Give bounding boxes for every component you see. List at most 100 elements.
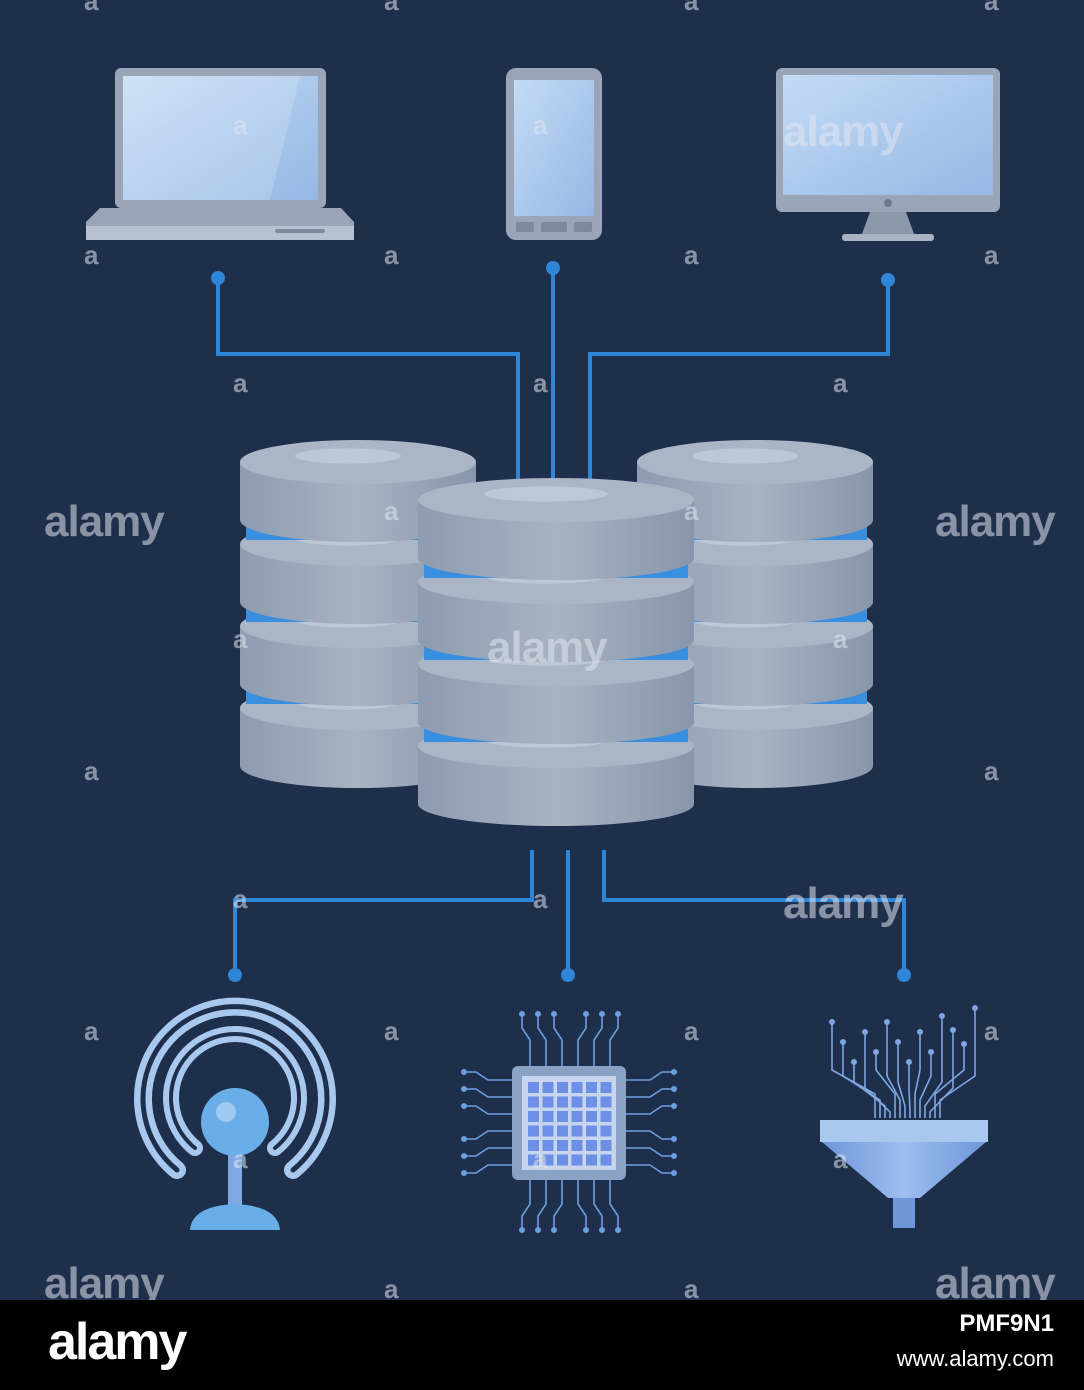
funnel-data-line — [919, 1052, 932, 1118]
cpu-trace-pad — [460, 1103, 467, 1110]
funnel-data-node — [839, 1039, 846, 1046]
cpu-trace-pad — [518, 1010, 525, 1017]
cpu-trace-pad — [670, 1153, 677, 1160]
funnel-data-line — [939, 1008, 976, 1118]
funnel-data-node — [960, 1041, 967, 1048]
connector-monitor — [588, 280, 890, 480]
footer-bar: alamy PMF9N1 www.alamy.com — [0, 1300, 1084, 1390]
watermark-letter: a — [833, 1144, 848, 1174]
cpu-trace — [466, 1147, 512, 1157]
watermark-letter: a — [684, 0, 699, 16]
cpu-trace — [537, 1180, 547, 1228]
connector-node-wireless — [228, 968, 242, 982]
data-funnel-icon — [820, 1004, 988, 1228]
top-connectors — [216, 268, 890, 480]
cpu-core-cell — [542, 1111, 554, 1122]
cpu-core-cell — [528, 1154, 539, 1166]
cpu-core-cell — [586, 1125, 597, 1137]
cpu-core-cell — [571, 1125, 583, 1137]
funnel-data-line — [886, 1022, 901, 1118]
cpu-core-cell — [586, 1082, 597, 1093]
cpu-trace — [466, 1130, 512, 1140]
connector-wireless — [233, 850, 534, 975]
watermark-letter: a — [84, 0, 99, 16]
funnel-data-line — [914, 1032, 921, 1118]
cpu-trace — [626, 1130, 672, 1140]
watermark-letter: a — [984, 1016, 999, 1046]
watermark-letter: a — [684, 1016, 699, 1046]
footer-url: www.alamy.com — [896, 1346, 1054, 1371]
funnel-data-line — [908, 1062, 911, 1118]
watermark-text: alamy — [44, 1259, 165, 1300]
cpu-core-cell — [528, 1111, 539, 1122]
connector-node-monitor — [881, 273, 895, 287]
cpu-trace-pad — [550, 1010, 557, 1017]
connector-funnel — [602, 850, 906, 975]
watermark-letter: a — [233, 110, 248, 140]
funnel-data-node — [971, 1004, 978, 1011]
cpu-trace — [626, 1088, 672, 1098]
cpu-trace-pad — [582, 1227, 589, 1234]
cpu-trace — [593, 1180, 603, 1228]
cpu-core-cell — [586, 1096, 597, 1108]
watermark-letter: a — [84, 1016, 99, 1046]
cpu-trace — [626, 1147, 672, 1157]
cpu-core-cell — [528, 1096, 539, 1108]
cpu-core-cell — [542, 1125, 554, 1137]
cpu-trace-pad — [670, 1069, 677, 1076]
cpu-core-cell — [557, 1140, 568, 1151]
watermark-text: alamy — [44, 497, 165, 546]
funnel-data-node — [850, 1059, 857, 1066]
watermark-letter: a — [384, 240, 399, 270]
watermark-letter: a — [233, 368, 248, 398]
watermark-letter: a — [533, 1144, 548, 1174]
desktop-monitor-icon — [776, 68, 1000, 241]
cpu-trace — [521, 1016, 531, 1066]
cpu-core-cell — [600, 1125, 612, 1137]
database-stack-center — [418, 478, 694, 826]
cpu-trace-pad — [598, 1010, 605, 1017]
cpu-core-cell — [571, 1096, 583, 1108]
footer-image-id: PMF9N1 — [959, 1310, 1054, 1337]
cpu-trace-pad — [534, 1010, 541, 1017]
connector-laptop — [216, 278, 520, 480]
cpu-core-cell — [557, 1154, 568, 1166]
cpu-trace-pad — [670, 1170, 677, 1177]
cpu-trace-pad — [460, 1069, 467, 1076]
cpu-trace-pad — [518, 1227, 525, 1234]
watermark-letter: a — [533, 110, 548, 140]
funnel-data-line — [864, 1032, 891, 1118]
funnel-data-line — [934, 1044, 965, 1118]
cpu-trace-pad — [670, 1086, 677, 1093]
cpu-trace — [466, 1164, 512, 1174]
watermark-letter: a — [684, 240, 699, 270]
watermark-letter: a — [84, 756, 99, 786]
watermark-letter: a — [384, 1274, 399, 1300]
funnel-data-node — [905, 1059, 912, 1066]
watermark-letter: a — [84, 240, 99, 270]
funnel-data-node — [883, 1018, 890, 1025]
watermark-letter: a — [684, 496, 699, 526]
watermark-letter: a — [533, 884, 548, 914]
cpu-core-cell — [586, 1154, 597, 1166]
funnel-data-node — [828, 1018, 835, 1025]
cpu-trace — [609, 1016, 619, 1066]
funnel-data-node — [861, 1029, 868, 1036]
cpu-core-cell — [600, 1082, 612, 1093]
watermark-letter: a — [684, 1274, 699, 1300]
funnel-data-line — [875, 1052, 896, 1118]
funnel-data-line — [929, 1030, 954, 1118]
cpu-core-cell — [528, 1082, 539, 1093]
cpu-trace — [553, 1016, 563, 1066]
cpu-trace-pad — [670, 1136, 677, 1143]
watermark-letter: a — [384, 0, 399, 16]
cpu-core-cell — [557, 1082, 568, 1093]
cpu-core-cell — [557, 1096, 568, 1108]
watermark-letter: a — [233, 1144, 248, 1174]
footer-logo: alamy — [48, 1313, 187, 1371]
cpu-core-cell — [571, 1082, 583, 1093]
watermark-letter: a — [833, 368, 848, 398]
cpu-core-cell — [542, 1082, 554, 1093]
